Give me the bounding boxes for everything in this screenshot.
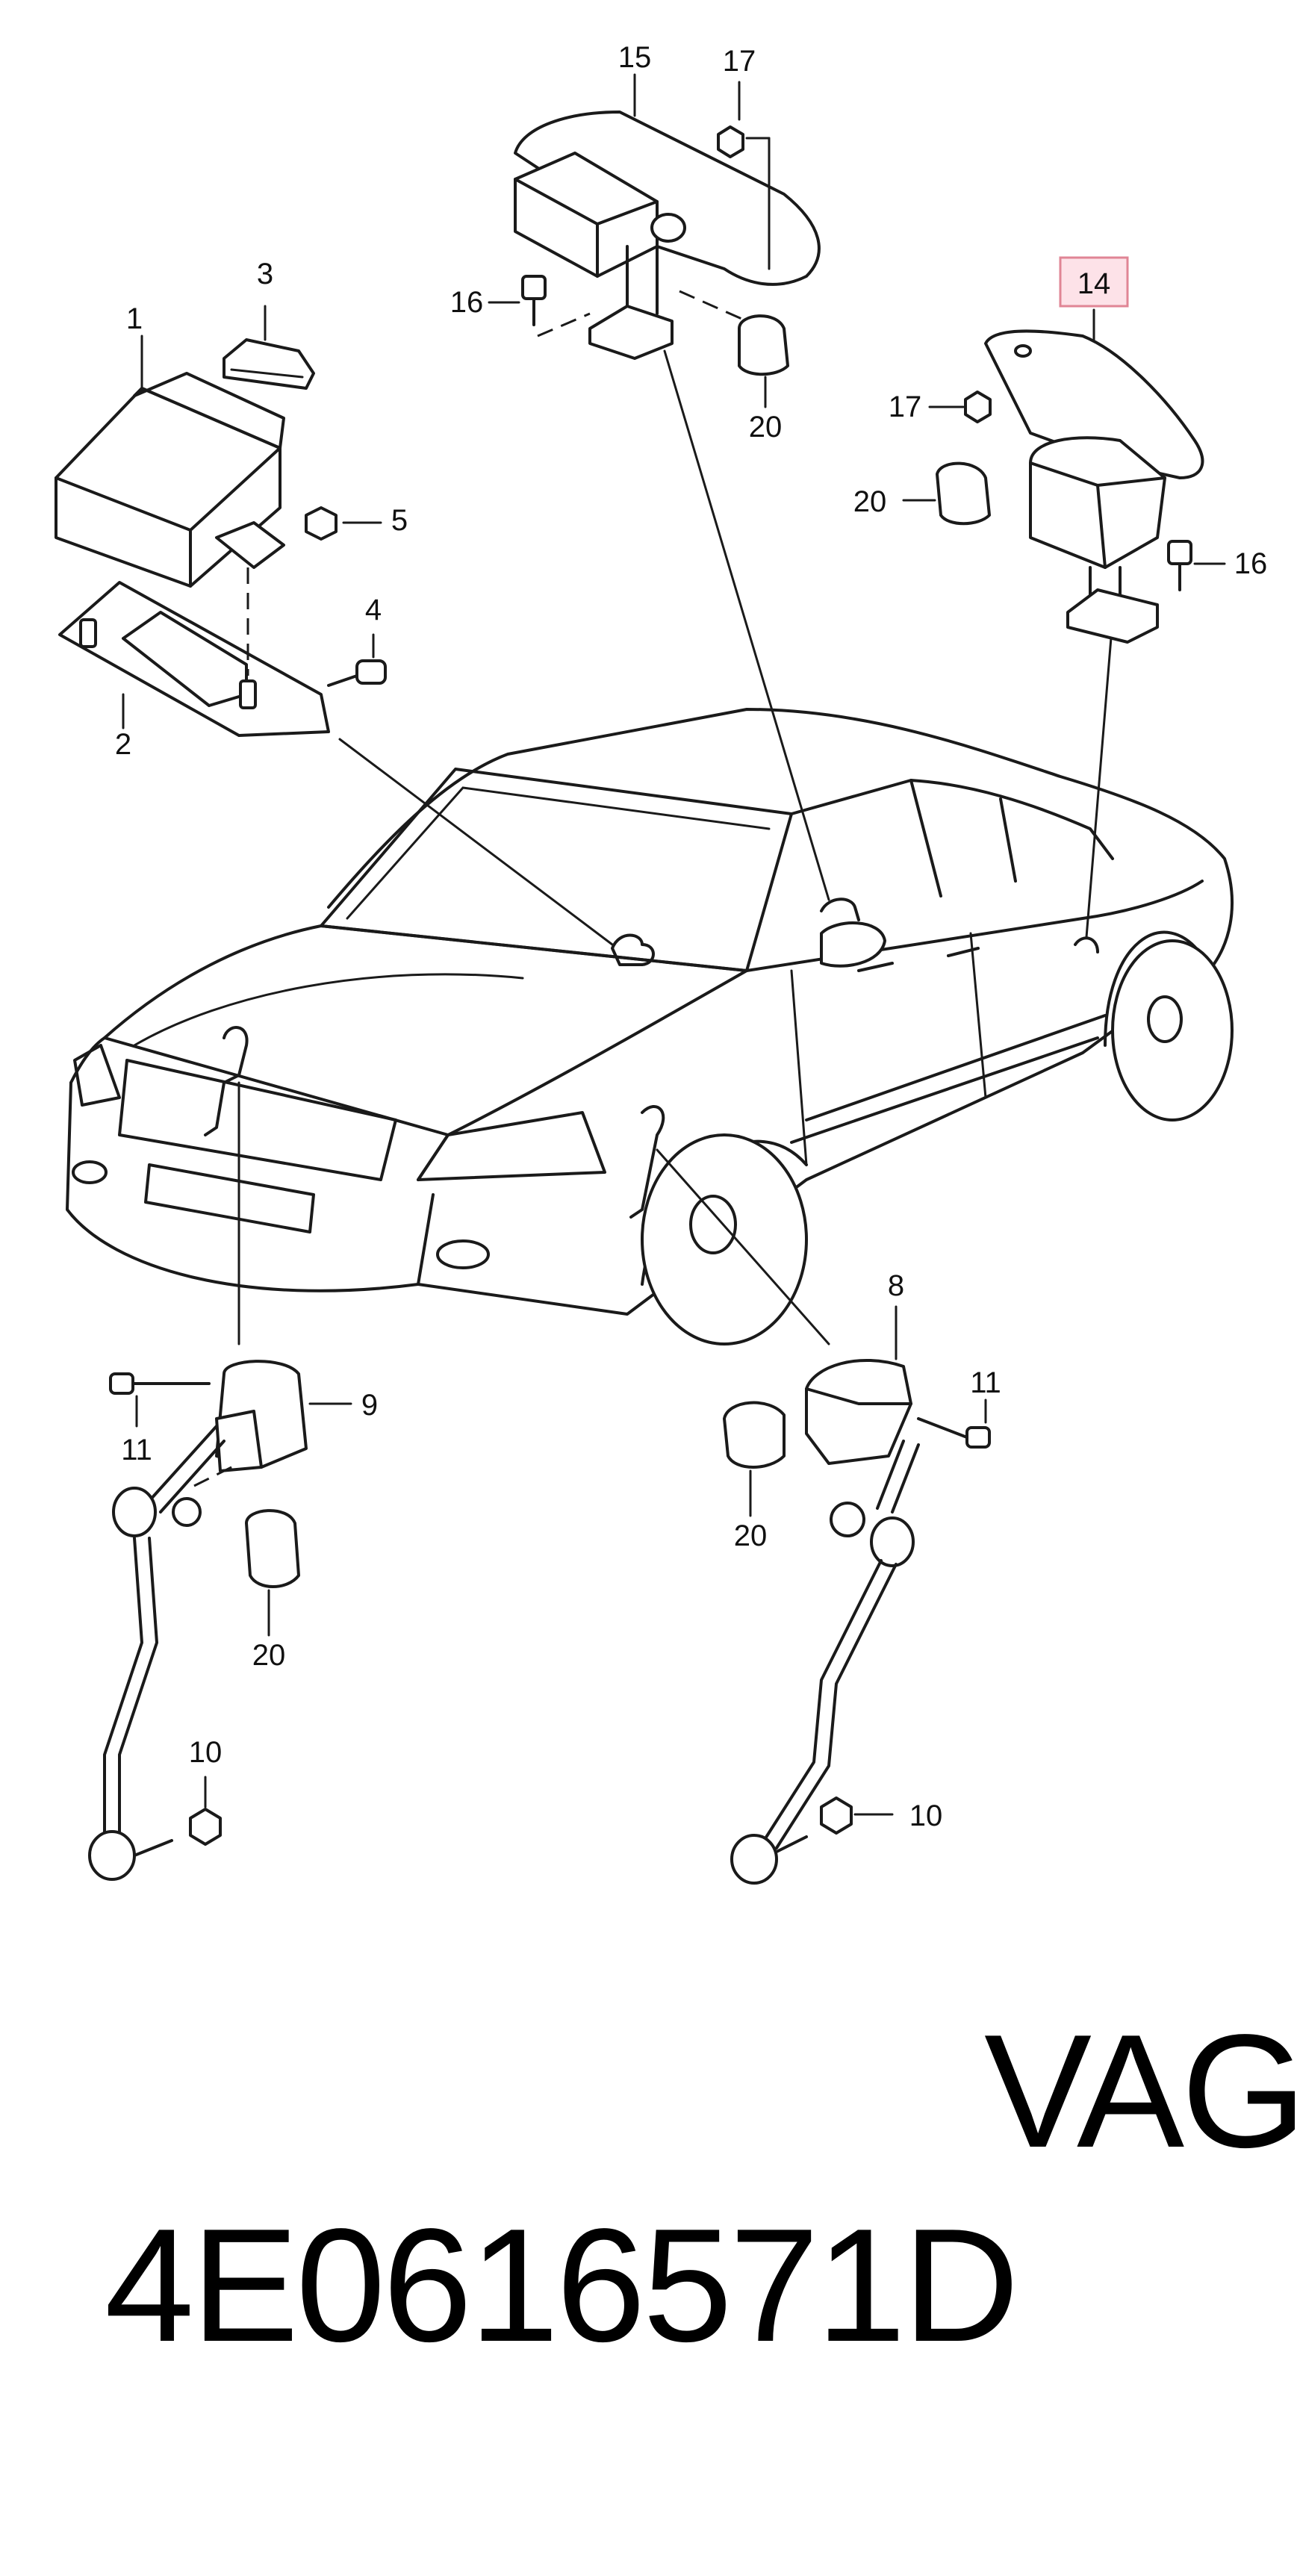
callout-11-right: 11 <box>970 1366 1001 1399</box>
callout-4: 4 <box>365 594 382 626</box>
car-illustration <box>66 708 1234 1345</box>
callout-14: 14 <box>1077 267 1111 300</box>
callout-8: 8 <box>888 1269 904 1302</box>
callout-20-bottom-right: 20 <box>734 1519 768 1552</box>
callout-1: 1 <box>126 302 143 335</box>
callout-5: 5 <box>391 504 408 537</box>
callout-20-right: 20 <box>853 485 887 518</box>
callout-17-top: 17 <box>723 45 756 78</box>
callout-3: 3 <box>257 258 273 290</box>
callout-16-right: 16 <box>1234 547 1268 580</box>
callout-14-box <box>1059 256 1129 308</box>
callout-10-left: 10 <box>189 1736 223 1769</box>
callout-9: 9 <box>361 1389 378 1422</box>
part-number: 4E0616571D <box>105 2194 1019 2375</box>
control-unit-assembly <box>55 305 387 737</box>
callout-20-top: 20 <box>749 411 783 444</box>
front-right-level-sensor <box>723 1305 991 1885</box>
parts-diagram: 1 2 3 4 5 8 9 10 10 11 11 14 15 16 16 17… <box>55 41 1267 1885</box>
front-left-level-sensor <box>88 1360 352 1881</box>
brand-name: VAG <box>984 2000 1297 2181</box>
callout-2: 2 <box>115 728 131 761</box>
callout-20-bottom-left: 20 <box>252 1639 286 1672</box>
leader-lines <box>237 349 1114 1345</box>
part-number-footer: 4E0616571D VAG <box>21 1994 1297 2375</box>
rear-left-level-sensor <box>488 73 821 408</box>
callout-15: 15 <box>618 41 652 74</box>
callout-14-highlight[interactable]: 14 <box>1059 256 1129 308</box>
callout-16-top: 16 <box>450 286 484 319</box>
callout-11-left: 11 <box>121 1434 152 1466</box>
callout-17-right: 17 <box>889 391 922 423</box>
rear-right-level-sensor <box>902 308 1226 644</box>
callout-10-right: 10 <box>909 1799 943 1832</box>
callout-labels: 1 2 3 4 5 8 9 10 10 11 11 14 15 16 16 17… <box>115 41 1267 1832</box>
